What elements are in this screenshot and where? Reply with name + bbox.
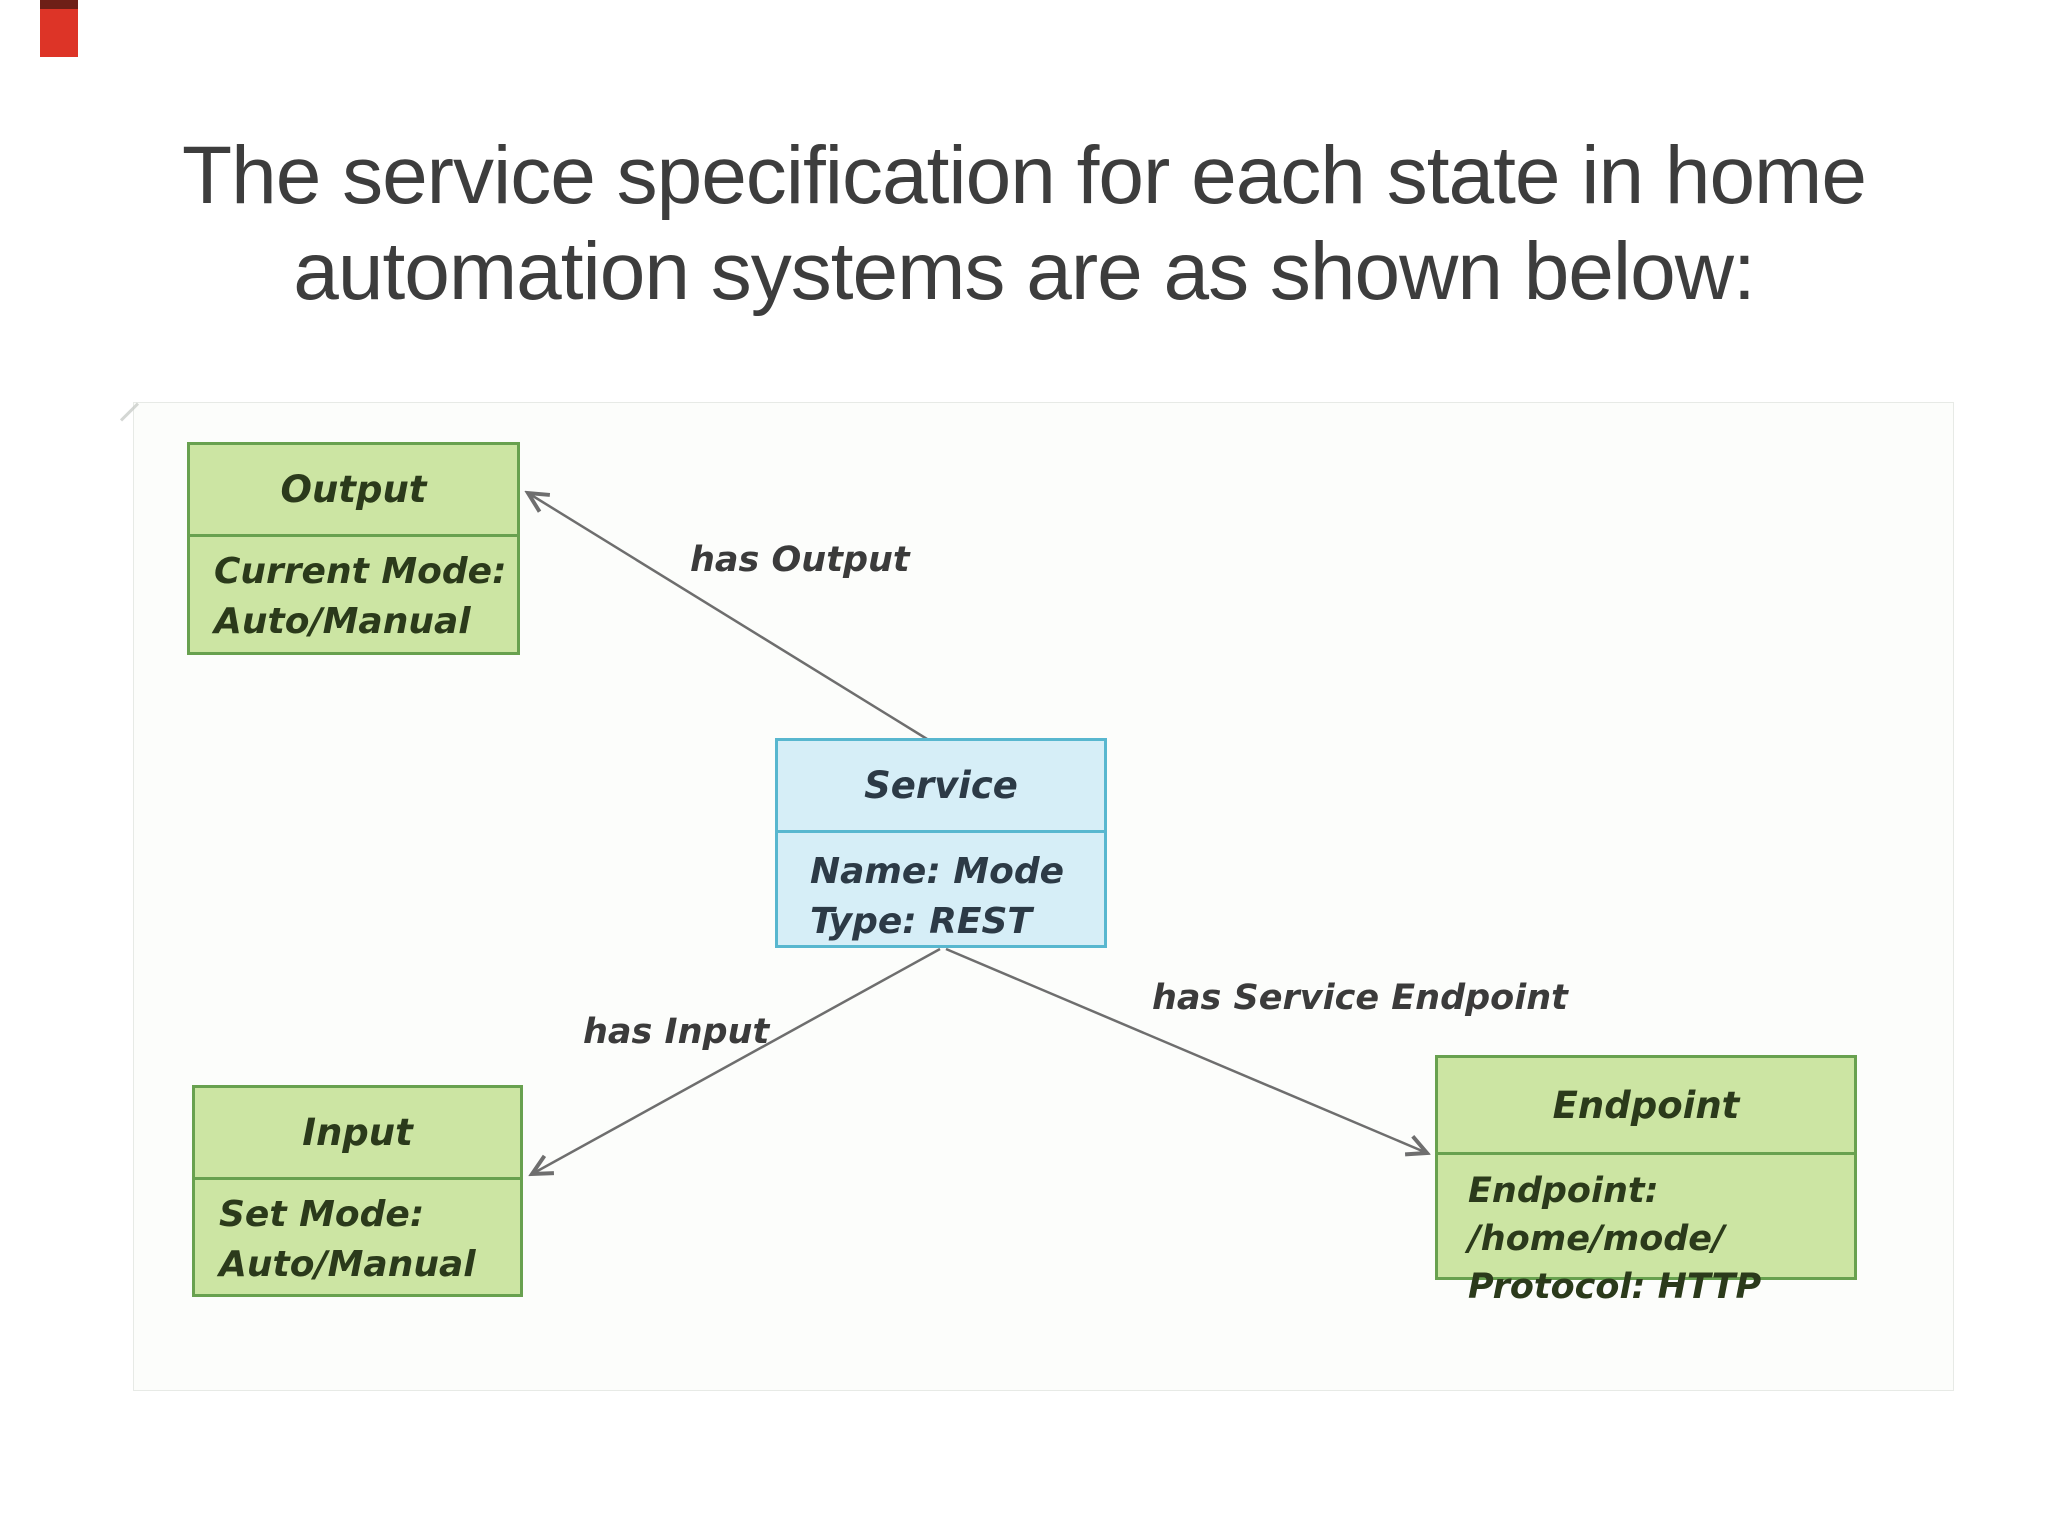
node-service-body: Name: Mode Type: REST bbox=[778, 833, 1104, 947]
node-input-title: Input bbox=[195, 1088, 520, 1180]
node-service-title: Service bbox=[778, 741, 1104, 833]
node-output-title: Output bbox=[190, 445, 517, 537]
red-corner-marker bbox=[40, 0, 78, 57]
page-title-line1: The service specification for each state… bbox=[182, 130, 1867, 221]
uml-node-output: Output Current Mode: Auto/Manual bbox=[187, 442, 520, 655]
node-output-body: Current Mode: Auto/Manual bbox=[190, 537, 517, 647]
node-body-line: Auto/Manual bbox=[219, 1244, 476, 1285]
node-body-line: Current Mode: bbox=[214, 551, 507, 592]
edge-label-has-input: has Input bbox=[583, 1012, 770, 1052]
uml-node-input: Input Set Mode: Auto/Manual bbox=[192, 1085, 523, 1297]
node-body-line: Auto/Manual bbox=[214, 601, 471, 642]
node-endpoint-title: Endpoint bbox=[1438, 1058, 1854, 1155]
node-body-line: Type: REST bbox=[810, 901, 1032, 942]
uml-node-endpoint: Endpoint Endpoint: /home/mode/ Protocol:… bbox=[1435, 1055, 1857, 1307]
edge-label-has-output: has Output bbox=[690, 540, 910, 580]
page-title-line2: automation systems are as shown below: bbox=[293, 226, 1756, 317]
node-body-line: Set Mode: bbox=[219, 1194, 425, 1235]
node-endpoint-body: Endpoint: /home/mode/ Protocol: HTTP bbox=[1438, 1155, 1854, 1311]
page-title: The service specification for each state… bbox=[0, 128, 2048, 320]
uml-node-service: Service Name: Mode Type: REST bbox=[775, 738, 1107, 948]
edge-label-has-service-endpoint: has Service Endpoint bbox=[1152, 978, 1568, 1018]
node-body-line: Endpoint: /home/mode/ bbox=[1468, 1171, 1725, 1259]
node-body-line: Protocol: HTTP bbox=[1468, 1267, 1762, 1307]
node-input-body: Set Mode: Auto/Manual bbox=[195, 1180, 520, 1290]
node-body-line: Name: Mode bbox=[810, 851, 1065, 892]
